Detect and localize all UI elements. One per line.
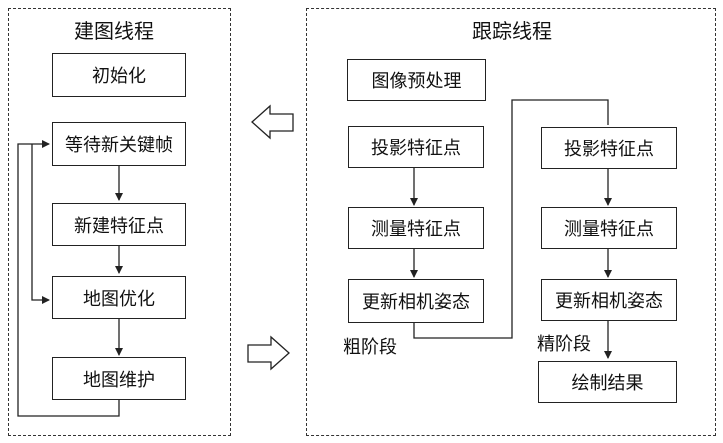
coarse-measure-box: 测量特征点 (348, 207, 484, 249)
init-box: 初始化 (52, 53, 186, 97)
map-optimize-box: 地图优化 (52, 276, 186, 319)
fine-measure-box: 测量特征点 (541, 207, 677, 249)
preprocess-box: 图像预处理 (347, 59, 486, 101)
coarse-update-box: 更新相机姿态 (348, 279, 484, 323)
loop-inner (31, 144, 50, 304)
coarse-project-box: 投影特征点 (348, 126, 484, 168)
loop-outer (17, 140, 120, 417)
coarse-to-fine-link (413, 99, 609, 339)
fine-project-box: 投影特征点 (541, 127, 677, 169)
new-features-box: 新建特征点 (52, 203, 186, 246)
tracking-thread-title: 跟踪线程 (472, 19, 552, 43)
build-thread-title: 建图线程 (74, 19, 154, 43)
fine-update-box: 更新相机姿态 (541, 279, 677, 321)
map-maintain-box: 地图维护 (52, 357, 186, 400)
coarse-stage-label: 粗阶段 (343, 337, 397, 358)
build-thread-frame (8, 8, 231, 436)
block-arrow-left (251, 104, 294, 140)
tracking-thread-frame (306, 8, 716, 436)
wait-keyframe-box: 等待新关键帧 (52, 122, 186, 166)
fine-stage-label: 精阶段 (537, 334, 591, 355)
draw-result-box: 绘制结果 (538, 361, 677, 403)
block-arrow-right (247, 335, 290, 371)
